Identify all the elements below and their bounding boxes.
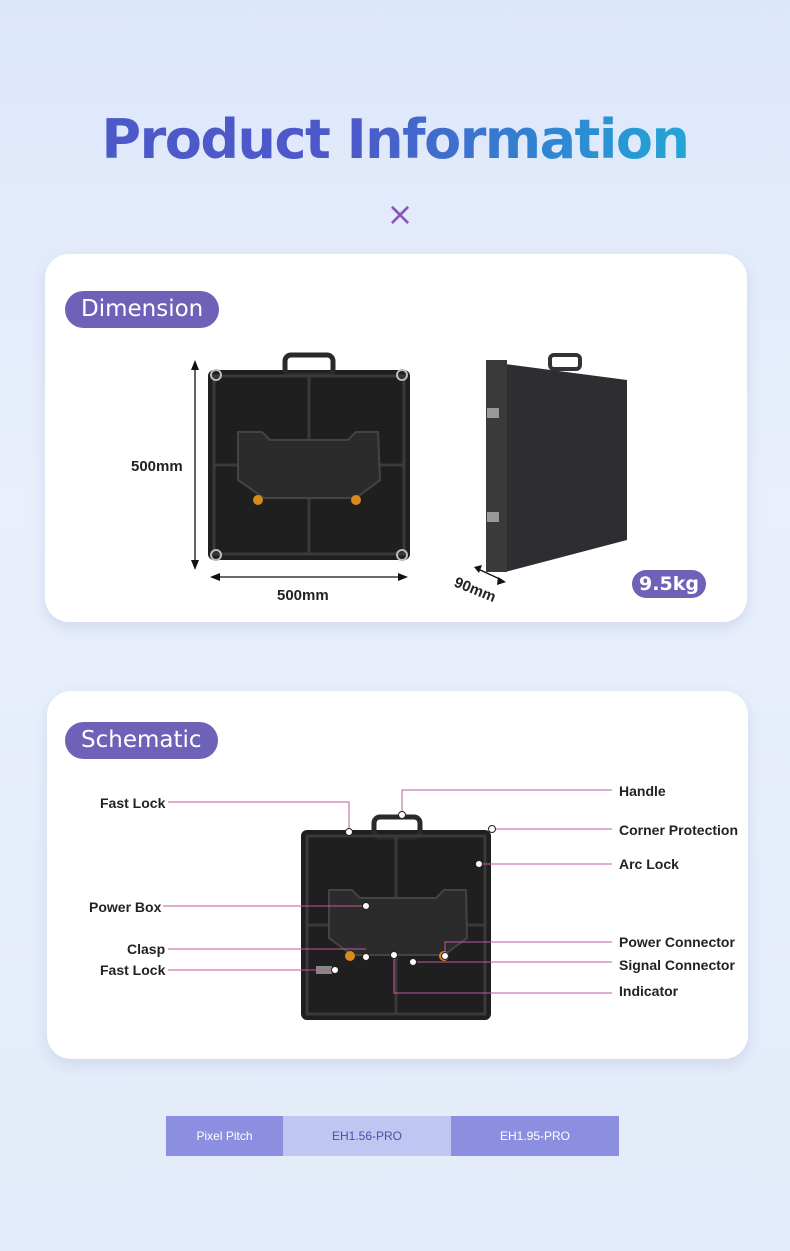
title-word-information: Information [346, 108, 690, 171]
label-corner-protection: Corner Protection [619, 822, 739, 838]
title-word-product: Product [101, 108, 331, 171]
width-value: 500mm [277, 587, 329, 604]
schematic-label: Schematic [65, 722, 218, 759]
label-clasp: Clasp [127, 941, 166, 957]
schematic-cabinet-drawing [301, 814, 491, 1020]
label-signal-connector: Signal Connector [619, 957, 735, 973]
label-arc-lock: Arc Lock [619, 856, 679, 872]
page-title: Product Information [0, 108, 790, 171]
label-fast-lock-bottom: Fast Lock [100, 962, 166, 978]
spec-table: Pixel Pitch EH1.56-PRO EH1.95-PRO [166, 1116, 619, 1156]
weight-badge: 9.5kg [632, 570, 706, 598]
label-handle: Handle [619, 783, 666, 799]
spec-column-eh195: EH1.95-PRO [451, 1116, 619, 1156]
cabinet-side-drawing [486, 353, 627, 572]
label-indicator: Indicator [619, 983, 679, 999]
cabinet-back-drawing [208, 352, 410, 561]
label-power-connector: Power Connector [619, 934, 735, 950]
label-power-box: Power Box [89, 899, 162, 915]
label-fast-lock-top: Fast Lock [100, 795, 166, 811]
divider-cross-icon: × [386, 195, 414, 233]
spec-header-pixel-pitch: Pixel Pitch [166, 1116, 283, 1156]
height-value: 500mm [131, 458, 183, 475]
spec-column-eh156: EH1.56-PRO [283, 1116, 451, 1156]
dimension-label: Dimension [65, 291, 220, 328]
